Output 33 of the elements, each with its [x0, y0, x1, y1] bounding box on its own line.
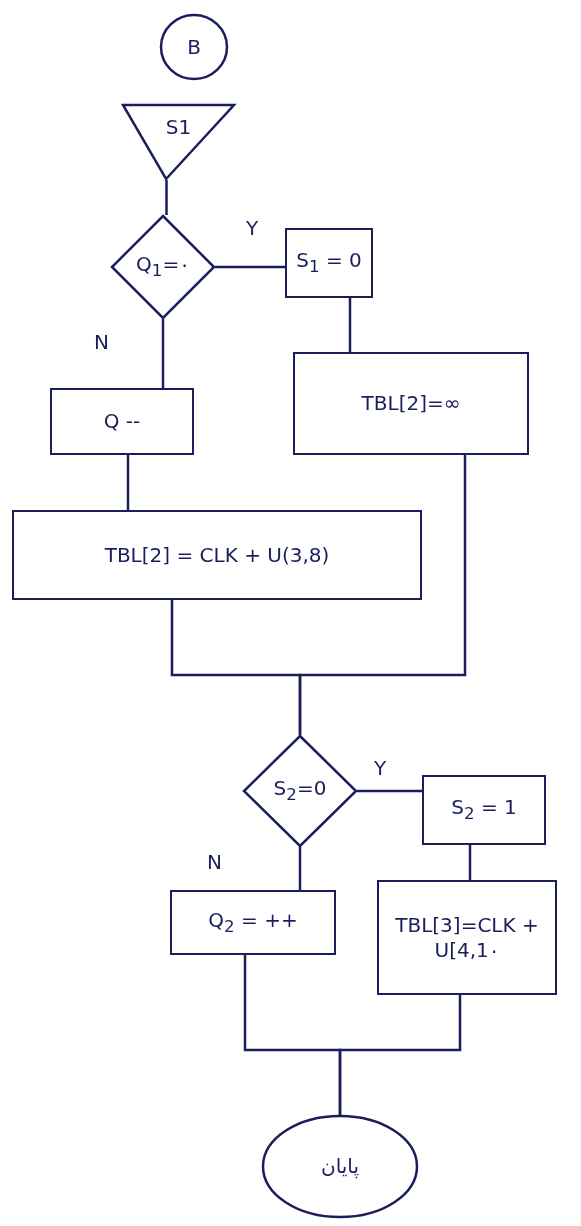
connector-line [215, 265, 285, 269]
connector-line [338, 995, 462, 1115]
connector-line [126, 455, 130, 510]
node-text: B [187, 34, 201, 60]
connector-line [161, 319, 165, 388]
process-box [285, 228, 373, 298]
connector-line [165, 180, 168, 215]
node-text: Q -- [103, 409, 141, 434]
connector-line [348, 298, 352, 352]
node-text: Q$_{2}$ = ++ [208, 907, 298, 938]
node-text: S$_{2}$=0 [273, 776, 327, 806]
process-box [12, 510, 422, 600]
connector-line [468, 845, 472, 880]
node-text: TBL[3]=CLK + U[4,1٠ [394, 912, 540, 963]
process-box [170, 890, 336, 955]
connector-line [357, 789, 422, 793]
decision-diamond [243, 735, 357, 847]
decision-diamond [111, 215, 215, 319]
node-text: TBL[2] = CLK + U(3,8) [104, 542, 330, 568]
node-text: S$_{1}$ = 0 [296, 248, 362, 278]
connector-line [298, 455, 467, 735]
connector-line [298, 847, 302, 890]
process-box [50, 388, 194, 455]
terminal-oval [160, 14, 228, 80]
node-text: S$_{2}$ = 1 [451, 795, 517, 825]
process-box [377, 880, 557, 995]
node-text: پایان [321, 1154, 359, 1179]
node-text: S1 [165, 114, 192, 141]
node-text: TBL[2]=∞ [361, 391, 461, 416]
terminal-oval [262, 1115, 418, 1218]
process-box [422, 775, 546, 845]
merge-triangle [122, 104, 235, 180]
process-box [293, 352, 529, 455]
